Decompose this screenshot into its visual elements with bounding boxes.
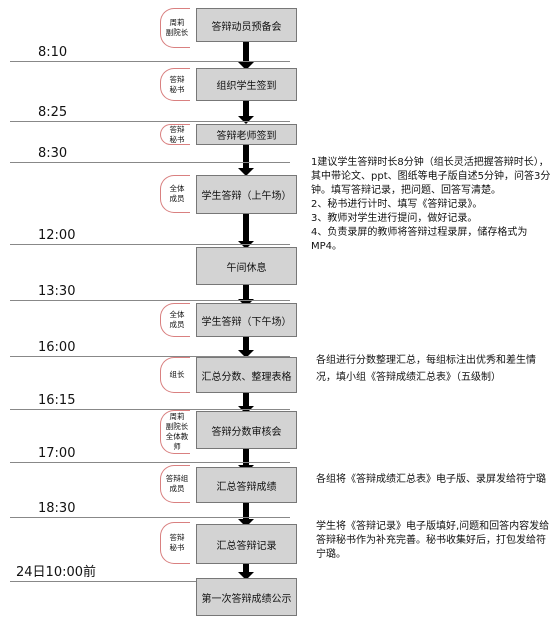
role-label: 答辩 秘书 <box>169 74 185 94</box>
role-bracket: 周莉 副院长 全体教 师 <box>160 410 190 454</box>
note-summary: 各组进行分数整理汇总，每组标注出优秀和差生情 况，填小组《答辩成绩汇总表》（五级… <box>316 355 536 383</box>
role-label: 答辩组 成员 <box>165 474 189 493</box>
role-bracket: 答辩 秘书 <box>160 522 190 564</box>
step-box: 汇总答辩记录 <box>196 524 297 564</box>
time-divider <box>10 517 290 518</box>
step-box: 汇总分数、整理表格 <box>196 357 297 393</box>
note-morning: 1建议学生答辩时长8分钟（组长灵活把握答辩时长）， 其中带论文、ppt、图纸等电… <box>311 157 551 252</box>
time-label: 16:15 <box>38 393 76 408</box>
step-box: 学生答辩（上午场） <box>196 175 297 214</box>
role-label: 周莉 副院长 全体教 师 <box>165 412 189 451</box>
time-label: 8:30 <box>38 146 68 161</box>
role-bracket: 答辩 秘书 <box>160 124 190 145</box>
time-divider <box>10 61 290 62</box>
role-label: 答辩 秘书 <box>169 124 185 144</box>
note-records: 学生将《答辩记录》电子版填好,问题和回答内容发给 答辩秘书作为补充完善。秘书收集… <box>316 521 550 560</box>
time-divider <box>10 121 290 122</box>
time-divider <box>10 162 290 163</box>
step-box: 汇总答辩成绩 <box>196 467 297 503</box>
step-box: 答辩动员预备会 <box>196 8 297 42</box>
time-label: 8:10 <box>38 45 68 60</box>
role-label: 全体 成员 <box>169 184 185 203</box>
time-divider <box>10 300 290 301</box>
role-label: 全体 成员 <box>169 310 185 329</box>
role-bracket: 答辩组 成员 <box>160 465 190 503</box>
time-label: 24日10:00前 <box>16 565 97 580</box>
step-box: 答辩老师签到 <box>196 124 297 145</box>
role-bracket: 组长 <box>160 357 190 393</box>
role-bracket: 答辩 秘书 <box>160 68 190 101</box>
role-label: 周莉 副院长 <box>165 18 189 37</box>
role-bracket: 全体 成员 <box>160 303 190 337</box>
step-box: 组织学生签到 <box>196 68 297 101</box>
role-label: 答辩 秘书 <box>169 533 185 552</box>
time-label: 16:00 <box>38 340 76 355</box>
step-box: 学生答辩（下午场） <box>196 303 297 337</box>
time-label: 13:30 <box>38 284 76 299</box>
time-divider <box>10 581 290 582</box>
role-bracket: 全体 成员 <box>160 175 190 213</box>
time-label: 18:30 <box>38 501 76 516</box>
role-bracket: 周莉 副院长 <box>160 8 190 48</box>
step-box: 答辩分数审核会 <box>196 411 297 449</box>
time-divider <box>10 462 290 463</box>
step-box: 午间休息 <box>196 247 297 285</box>
step-box: 第一次答辩成绩公示 <box>196 578 297 616</box>
note-grades: 各组将《答辩成绩汇总表》电子版、录屏发给符宁璐 <box>316 474 546 485</box>
role-label: 组长 <box>169 370 185 379</box>
time-divider <box>10 244 290 245</box>
time-divider <box>10 356 290 357</box>
time-label: 8:25 <box>38 105 68 120</box>
time-label: 17:00 <box>38 446 76 461</box>
time-label: 12:00 <box>38 228 76 243</box>
time-divider <box>10 409 290 410</box>
